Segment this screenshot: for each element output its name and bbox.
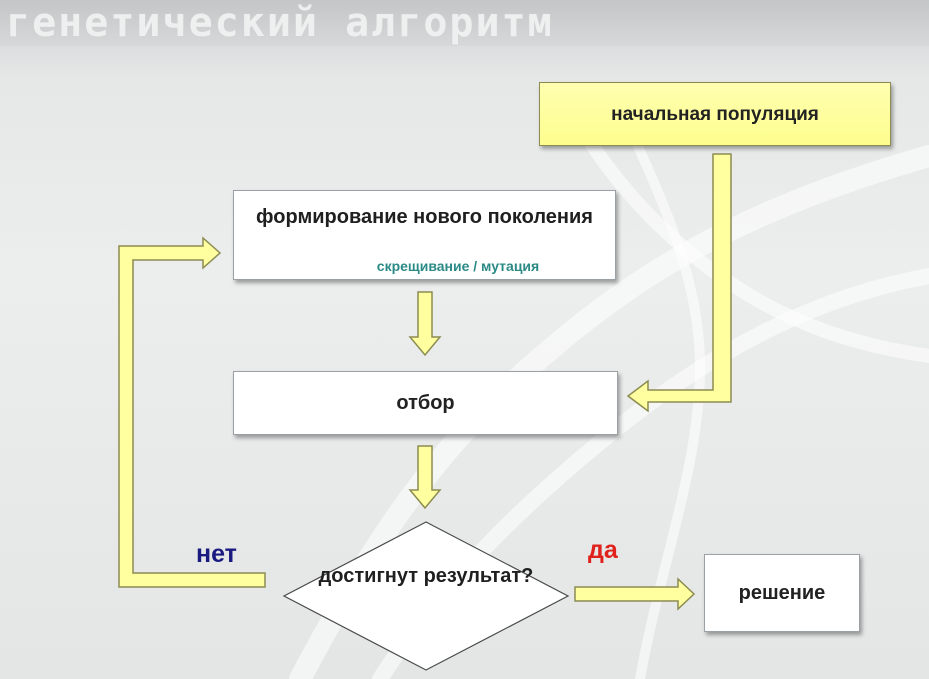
crossover-mutation-label: скрещивание / мутация: [376, 258, 540, 274]
arrow-selection-to-decision: [408, 445, 442, 510]
arrow-generation-to-selection: [408, 291, 442, 357]
title-bar: генетический алгоритм: [0, 0, 929, 46]
arrow-no-loop: [118, 236, 266, 588]
start-population-box: начальная популяция: [539, 82, 891, 146]
page-title: генетический алгоритм: [6, 0, 554, 46]
result-box: решение: [704, 554, 860, 632]
decision-label: достигнут результат?: [318, 565, 534, 587]
yes-label: да: [588, 536, 618, 564]
no-label: нет: [196, 540, 237, 568]
new-generation-box: формирование нового поколения скрещивани…: [233, 190, 616, 280]
arrow-start-to-selection: [626, 153, 732, 413]
selection-box: отбор: [233, 371, 618, 435]
arrow-decision-to-result: [574, 577, 696, 611]
new-generation-label: формирование нового поколения: [256, 206, 593, 228]
decision-diamond: [282, 521, 570, 671]
